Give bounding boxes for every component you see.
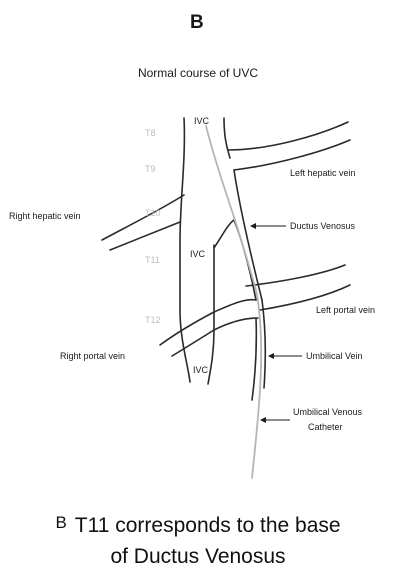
- uvc-arrowhead: [260, 417, 266, 423]
- umbilical-vein-arrowhead: [268, 353, 274, 359]
- ductus-venosus-right-wall: [234, 170, 262, 300]
- caption-line-1: B T11 corresponds to the base: [0, 514, 396, 538]
- vertebral-level-t9: T9: [145, 164, 156, 174]
- left-hepatic-vein-upper: [228, 122, 348, 150]
- ivc-label-bottom: IVC: [193, 365, 209, 375]
- right-hepatic-vein-upper: [102, 195, 184, 240]
- caption-letter: B: [55, 513, 66, 532]
- uvc-label-line1: Umbilical Venous: [293, 407, 363, 417]
- vertebral-level-t11: T11: [145, 255, 160, 265]
- left-hepatic-vein-lower: [234, 140, 350, 170]
- right-hepatic-vein-label: Right hepatic vein: [9, 211, 81, 221]
- right-portal-vein-label: Right portal vein: [60, 351, 125, 361]
- left-portal-vein-upper: [246, 265, 345, 286]
- caption-line-2: of Ductus Venosus: [0, 545, 396, 569]
- umbilical-vein-left-wall: [252, 318, 256, 400]
- umbilical-vein-right-wall: [262, 300, 265, 388]
- right-portal-vein-lower: [172, 330, 214, 356]
- ductus-venosus-arrowhead: [250, 223, 256, 229]
- umbilical-vein-label: Umbilical Vein: [306, 351, 363, 361]
- right-portal-join-upper: [214, 300, 256, 312]
- ivc-label-middle: IVC: [190, 249, 206, 259]
- left-hepatic-vein-label: Left hepatic vein: [290, 168, 356, 178]
- ivc-right-wall-upper: [224, 118, 230, 158]
- right-portal-join-lower: [214, 318, 258, 330]
- ivc-label-top: IVC: [194, 116, 210, 126]
- caption-text-1: T11 corresponds to the base: [75, 514, 341, 537]
- right-portal-vein-upper: [160, 312, 214, 345]
- left-portal-vein-label: Left portal vein: [316, 305, 375, 315]
- vertebral-level-t12: T12: [145, 315, 161, 325]
- ductus-venosus-label: Ductus Venosus: [290, 221, 356, 231]
- uvc-label-line2: Catheter: [308, 422, 343, 432]
- ductus-venosus-left-wall: [214, 220, 234, 248]
- vertebral-level-t8: T8: [145, 128, 156, 138]
- ivc-left-wall: [180, 118, 190, 382]
- vertebral-level-t10: T10: [145, 208, 161, 218]
- right-hepatic-vein-lower: [110, 222, 180, 250]
